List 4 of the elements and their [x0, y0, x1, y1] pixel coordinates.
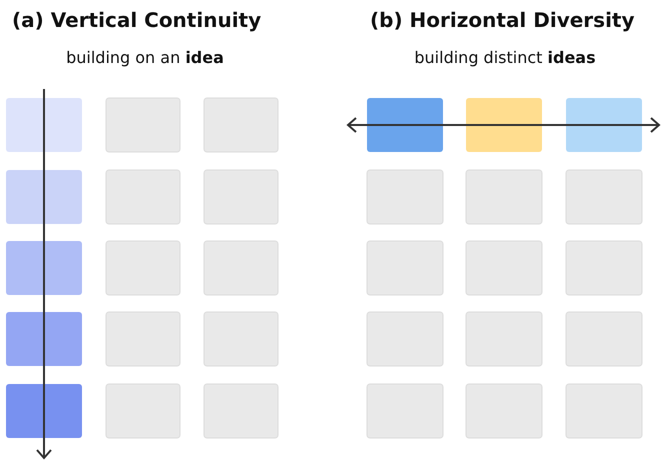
panel-heading: (b) Horizontal Diversity	[370, 8, 635, 32]
panel-subtitle: building on an idea	[66, 48, 224, 67]
panel-subtitle: building distinct ideas	[414, 48, 596, 67]
panel-heading: (a) Vertical Continuity	[12, 8, 262, 32]
